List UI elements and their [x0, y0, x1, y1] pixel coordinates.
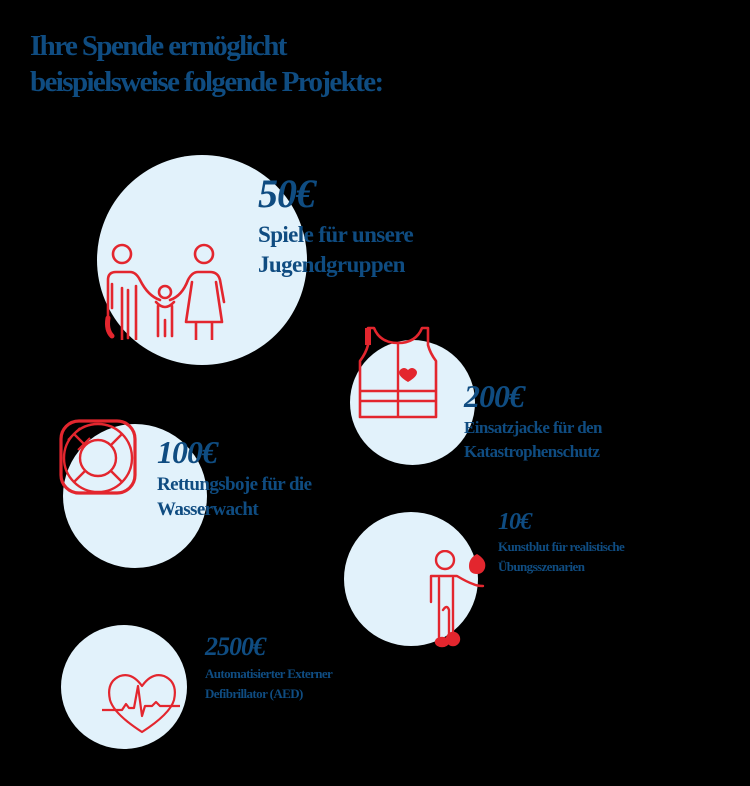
project-desc-line-2: Wasserwacht	[157, 499, 259, 520]
price-10: 10€	[498, 509, 532, 535]
project-circle-10	[344, 512, 478, 646]
vest-icon	[358, 326, 438, 419]
family-icon	[105, 243, 226, 340]
project-200: 200€ Einsatzjacke für den Katastrophensc…	[464, 380, 602, 464]
project-circle-200	[350, 340, 475, 465]
headline-line-1: Ihre Spende ermöglicht	[30, 30, 287, 62]
price-50: 50€	[258, 171, 316, 216]
injured-person-icon	[429, 550, 486, 648]
project-circle-50	[97, 155, 307, 365]
project-desc-line-1: Automatisierter Externer	[205, 666, 333, 681]
project-100: 100€ Rettungsboje für die Wasserwacht	[157, 434, 312, 522]
project-desc-line-1: Kunstblut für realistische	[498, 539, 625, 554]
page-headline: Ihre Spende ermöglicht beispielsweise fo…	[30, 28, 730, 100]
heart-ecg-icon	[102, 674, 180, 734]
lifebuoy-icon	[59, 419, 137, 495]
project-circle-2500	[61, 625, 187, 749]
headline-line-2: beispielsweise folgende Projekte:	[30, 66, 384, 98]
project-desc-line-1: Spiele für unsere	[258, 222, 414, 247]
project-desc-line-2: Katastrophenschutz	[464, 442, 600, 461]
price-2500: 2500€	[205, 632, 266, 661]
price-200: 200€	[464, 378, 525, 414]
project-2500: 2500€ Automatisierter Externer Defibrill…	[205, 632, 333, 704]
price-100: 100€	[157, 434, 218, 470]
project-desc-line-2: Jugendgruppen	[258, 252, 405, 277]
project-10: 10€ Kunstblut für realistische Übungssze…	[498, 509, 625, 577]
project-desc-line-1: Einsatzjacke für den	[464, 418, 602, 437]
project-desc-line-2: Defibrillator (AED)	[205, 686, 303, 701]
project-50: 50€ Spiele für unsere Jugendgruppen	[258, 171, 414, 280]
project-desc-line-2: Übungsszenarien	[498, 559, 585, 574]
project-desc-line-1: Rettungsboje für die	[157, 474, 312, 495]
